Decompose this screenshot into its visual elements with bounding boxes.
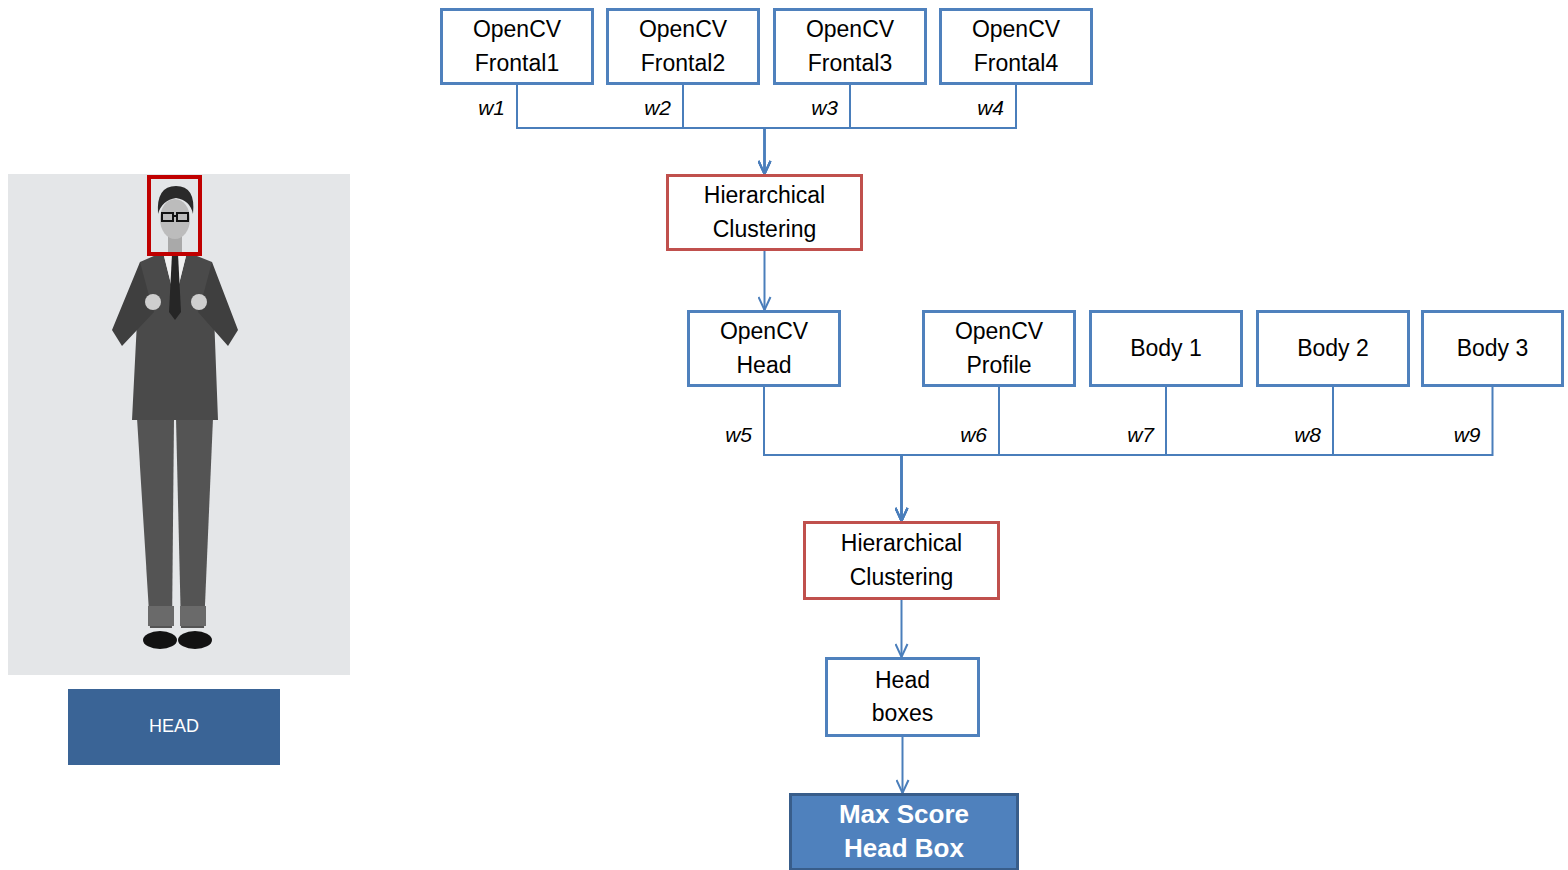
weight-label: w8 [1294, 422, 1321, 447]
box-label: Hierarchical Clustering [677, 179, 852, 246]
connector [517, 85, 765, 174]
box-label: HEAD [149, 715, 199, 738]
box-label: Hierarchical Clustering [814, 527, 989, 594]
head-detection-box [149, 177, 200, 254]
output-box: Max Score Head Box [789, 793, 1019, 870]
class-tag: HEAD [68, 689, 280, 765]
connector [764, 251, 766, 310]
trouser-cuff [148, 606, 174, 626]
weight-label: w1 [478, 95, 505, 120]
box-label: Body 1 [1130, 332, 1202, 365]
weight-label: w7 [1127, 422, 1154, 447]
box-label: Head boxes [853, 664, 953, 731]
shoe [178, 631, 212, 649]
weight-label: w9 [1454, 422, 1481, 447]
detector-box: Body 1 [1089, 310, 1243, 387]
weight-label: w6 [960, 422, 987, 447]
detector-box: OpenCV Head [687, 310, 841, 387]
detector-box: Body 2 [1256, 310, 1410, 387]
box-label: OpenCV Frontal3 [785, 13, 915, 80]
connector [901, 600, 903, 657]
detector-box: OpenCV Frontal1 [440, 8, 594, 85]
connector [764, 387, 902, 521]
shoe [143, 631, 177, 649]
result-box: Head boxes [825, 657, 980, 737]
box-label: Body 2 [1297, 332, 1369, 365]
box-label: Max Score Head Box [817, 798, 992, 866]
detector-box: Body 3 [1421, 310, 1564, 387]
connector [765, 85, 1017, 174]
hair [158, 186, 194, 214]
weight-label: w2 [644, 95, 671, 120]
box-label: OpenCV Frontal2 [618, 13, 748, 80]
connector [902, 387, 1493, 521]
hand [145, 294, 161, 310]
connector [902, 737, 904, 793]
box-label: OpenCV Head [699, 315, 829, 382]
detector-box: OpenCV Frontal3 [773, 8, 927, 85]
detector-box: OpenCV Frontal4 [939, 8, 1093, 85]
weight-label: w5 [725, 422, 752, 447]
detector-box: OpenCV Profile [922, 310, 1076, 387]
box-label: OpenCV Frontal1 [452, 13, 582, 80]
trouser-cuff [180, 606, 206, 626]
glasses [162, 213, 173, 221]
trouser-leg [137, 418, 174, 628]
box-label: Body 3 [1457, 332, 1529, 365]
photo-background [8, 174, 350, 675]
clustering-box: Hierarchical Clustering [803, 521, 1000, 600]
trouser-leg [176, 418, 213, 628]
glasses [177, 213, 188, 221]
connector [765, 85, 851, 174]
suit-jacket [132, 252, 218, 420]
hand [191, 294, 207, 310]
connector [683, 85, 765, 174]
face [160, 199, 190, 239]
glasses-bridge [173, 215, 177, 217]
weight-label: w3 [811, 95, 838, 120]
detector-box: OpenCV Frontal2 [606, 8, 760, 85]
clustering-box: Hierarchical Clustering [666, 174, 863, 251]
tie [169, 254, 181, 320]
box-label: OpenCV Profile [934, 315, 1064, 382]
box-label: OpenCV Frontal4 [951, 13, 1081, 80]
weight-label: w4 [977, 95, 1004, 120]
